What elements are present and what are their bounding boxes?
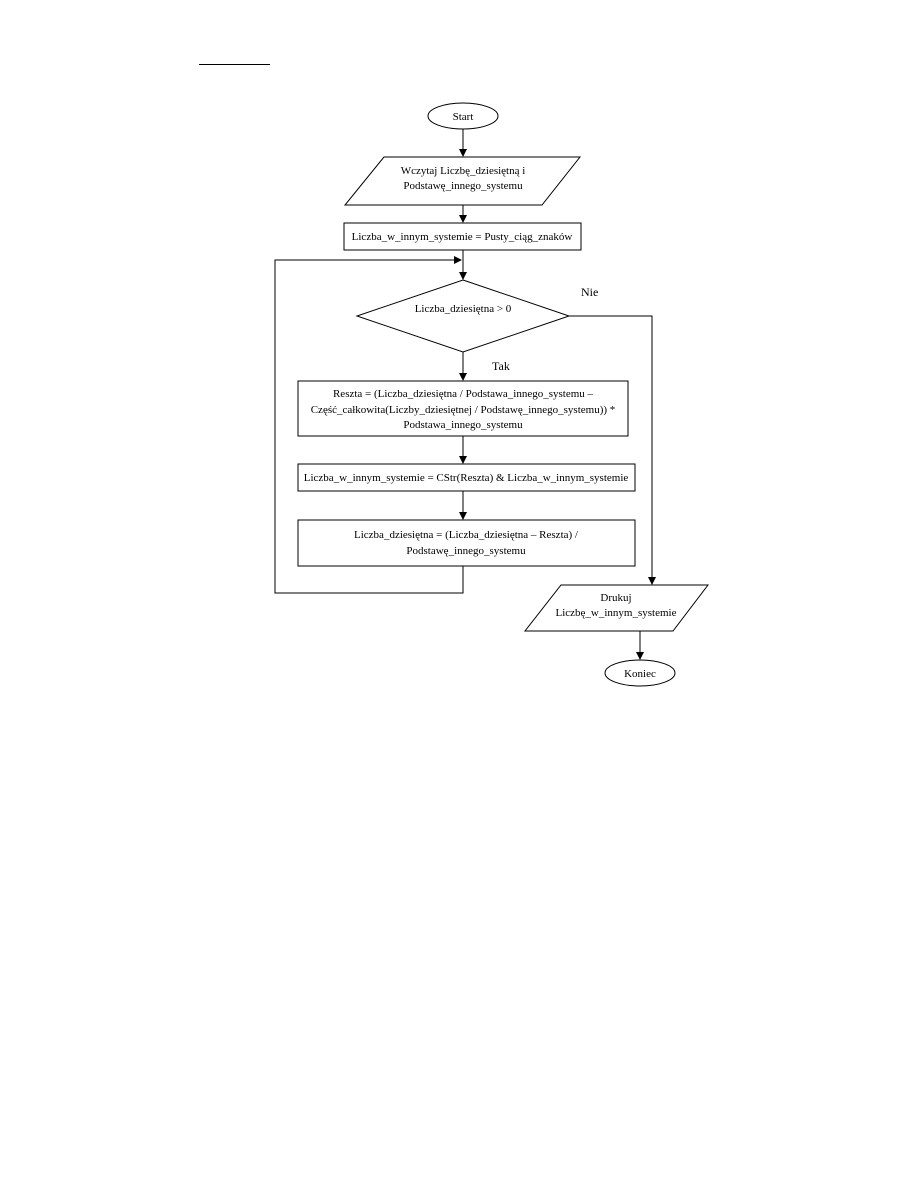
arrow-loop-back (274, 256, 464, 594)
divide-process-box (297, 519, 636, 567)
start-label: Start (453, 111, 474, 123)
divide-line-1: Liczba_dziesiętna = (Liczba_dziesiętna –… (354, 529, 579, 541)
end-terminal (604, 659, 676, 687)
end-label: Koniec (624, 668, 656, 680)
init-process-box (343, 222, 582, 251)
arrow-no-branch (569, 315, 656, 585)
init-process-text: Liczba_w_innym_systemie = Pusty_ciąg_zna… (352, 231, 573, 243)
output-line-1: Drukuj (600, 592, 631, 604)
remainder-process-box (297, 380, 629, 437)
header-rule (199, 64, 270, 65)
remainder-line-1: Reszta = (Liczba_dziesiętna / Podstawa_i… (333, 388, 594, 400)
no-branch-label: Nie (581, 285, 598, 299)
remainder-line-2: Część_całkowita(Liczby_dziesiętnej / Pod… (311, 404, 616, 416)
yes-branch-label: Tak (492, 359, 510, 373)
divide-line-2: Podstawę_innego_systemu (406, 545, 526, 557)
output-line-2: Liczbę_w_innym_systemie (556, 607, 677, 619)
remainder-line-3: Podstawa_innego_systemu (403, 419, 523, 431)
output-parallelogram (523, 584, 710, 632)
input-parallelogram (343, 156, 582, 206)
input-line-1: Wczytaj Liczbę_dziesiętną i (401, 165, 526, 177)
concat-process-box (297, 463, 636, 492)
concat-process-text: Liczba_w_innym_systemie = CStr(Reszta) &… (304, 472, 629, 484)
condition-diamond (355, 279, 571, 353)
condition-text: Liczba_dziesiętna > 0 (415, 303, 512, 315)
input-line-2: Podstawę_innego_systemu (403, 180, 523, 192)
